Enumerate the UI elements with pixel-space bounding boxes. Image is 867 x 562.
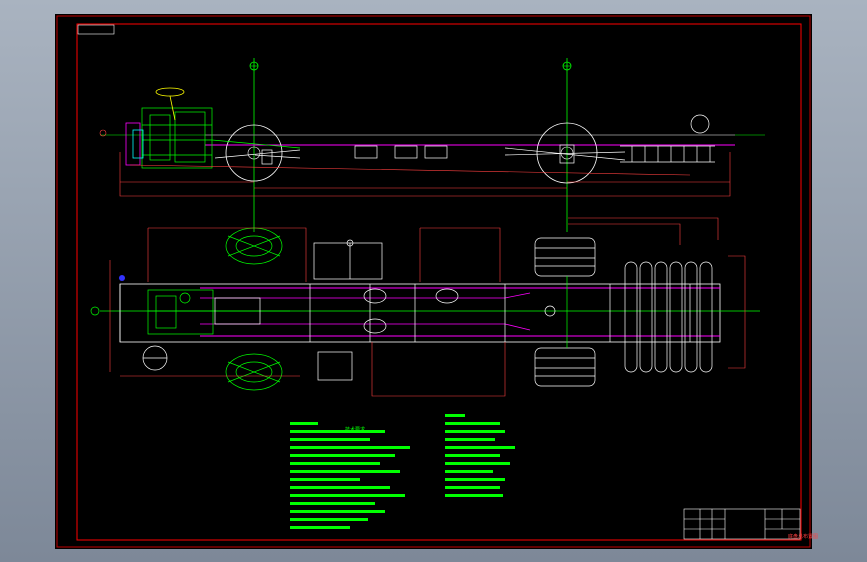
technical-notes bbox=[290, 414, 515, 529]
frame-outline bbox=[119, 283, 721, 343]
chassis-layout-drawing bbox=[56, 15, 811, 548]
plan-view bbox=[90, 217, 760, 397]
rear-wheels-plan bbox=[534, 237, 596, 387]
spare-wheel bbox=[690, 114, 710, 134]
title-block-drawing-name: 底盘总布置图 bbox=[788, 534, 818, 540]
title-block bbox=[683, 508, 801, 540]
front-wheels-plan bbox=[225, 227, 283, 391]
front-bumper-plan bbox=[119, 284, 168, 371]
engine-side bbox=[141, 107, 301, 169]
radiator bbox=[125, 122, 144, 166]
front-wheel-side bbox=[225, 124, 283, 182]
plan-left-mark bbox=[119, 275, 125, 281]
engine-plan bbox=[147, 289, 290, 335]
outer-border bbox=[56, 15, 811, 548]
drawing-frame bbox=[76, 23, 802, 541]
drawing-sheet: 底盘总布置图 技术要求 bbox=[55, 14, 818, 549]
plan-dimensions bbox=[109, 217, 746, 397]
side-dimensions bbox=[119, 152, 731, 197]
notes-heading: 技术要求 bbox=[345, 427, 366, 433]
rear-springs-plan bbox=[624, 261, 713, 373]
steering-column bbox=[155, 87, 185, 121]
rear-suspension-side bbox=[504, 144, 715, 164]
front-axle-arm bbox=[214, 149, 301, 165]
plan-centerline-mark bbox=[90, 306, 100, 316]
side-view bbox=[99, 58, 765, 232]
fuel-tank-plan bbox=[313, 239, 383, 381]
front-overhang-mark bbox=[99, 129, 107, 137]
air-reservoirs bbox=[363, 288, 459, 334]
drawing-number-box bbox=[77, 24, 115, 35]
tanks-side bbox=[354, 145, 448, 159]
